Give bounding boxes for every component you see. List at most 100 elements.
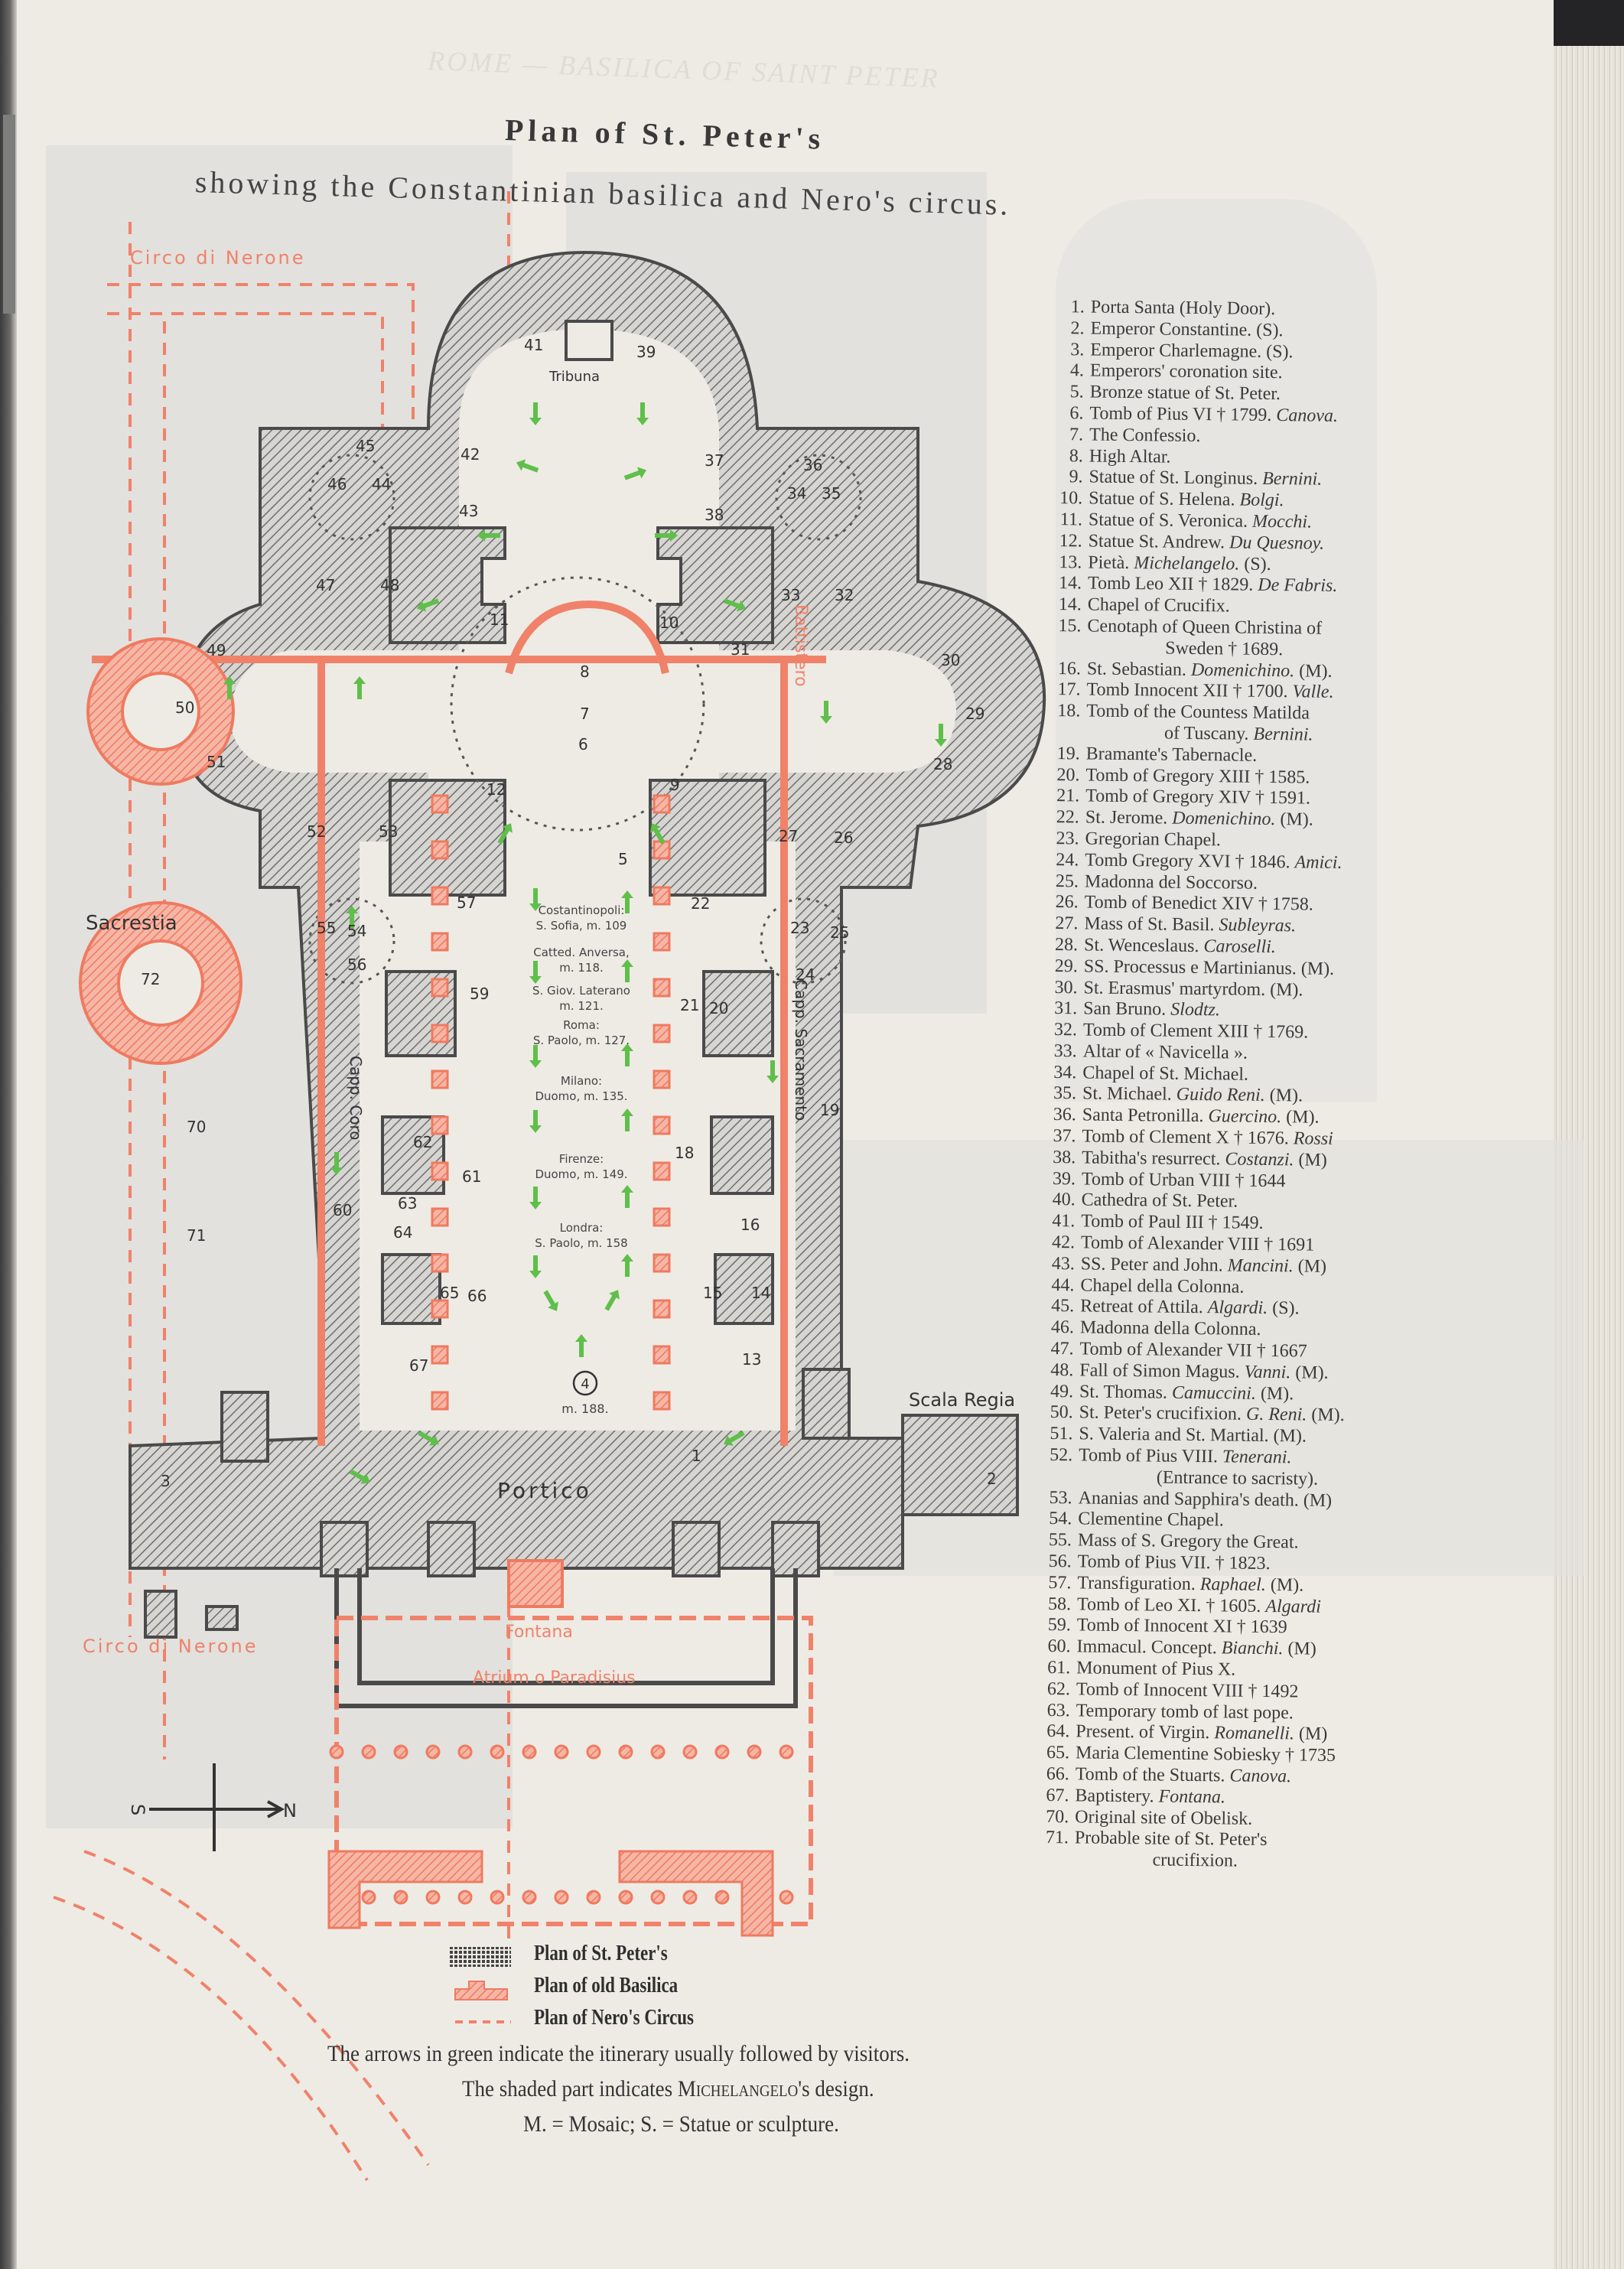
atrium-column xyxy=(393,1890,408,1905)
key-item-text: Temporary tomb of last pope. xyxy=(1076,1700,1294,1723)
atrium-outbuildings xyxy=(327,1850,774,1937)
key-item-artist: Vanni. xyxy=(1244,1362,1291,1383)
key-item-type: (M). xyxy=(1286,1107,1320,1128)
key-item-number: 20. xyxy=(1056,764,1080,785)
label-sacrestia: Sacrestia xyxy=(86,912,177,935)
old-basilica-column xyxy=(653,1299,671,1319)
plan-number-label: 44 xyxy=(372,475,391,493)
itinerary-arrow-icon xyxy=(820,701,832,724)
key-item-number: 16. xyxy=(1057,658,1082,679)
note-abbreviations: M. = Mosaic; S. = Statue or sculpture. xyxy=(523,2111,839,2137)
itinerary-arrow-icon xyxy=(543,1290,558,1311)
key-item-text: Bramante's Tabernacle. xyxy=(1085,744,1258,766)
atrium-column xyxy=(457,1744,473,1760)
old-basilica-rotundas xyxy=(79,637,242,1065)
key-item-number: 55. xyxy=(1048,1530,1072,1551)
key-item-text: crucifixion. xyxy=(1152,1850,1238,1871)
key-item-type: (M) xyxy=(1298,1724,1328,1745)
itinerary-arrow-icon xyxy=(650,823,666,845)
total-length: m. 188. xyxy=(561,1401,608,1416)
plan-number-label: 20 xyxy=(709,999,728,1017)
key-item-text: Emperor Charlemagne. (S). xyxy=(1090,340,1294,362)
key-item-number: 13. xyxy=(1059,552,1082,572)
old-basilica-column xyxy=(431,1207,449,1227)
key-item-text: Tomb of Clement XIII † 1769. xyxy=(1082,1020,1309,1043)
itinerary-arrow-icon xyxy=(529,1255,542,1278)
plan-number-label: 6 xyxy=(578,735,588,754)
itinerary-arrow-icon xyxy=(418,1431,439,1446)
book-spine-edge xyxy=(0,0,17,2269)
key-item-text: San Bruno. xyxy=(1083,998,1167,1020)
key-item-text: Tomb of Alexander VIII † 1691 xyxy=(1080,1232,1315,1255)
key-item-text: St. Michael. xyxy=(1082,1083,1172,1105)
key-item-continuation: crucifixion. xyxy=(1037,1849,1397,1874)
key-item-number: 10. xyxy=(1059,488,1083,509)
itinerary-arrow-icon xyxy=(529,961,542,984)
key-item-artist: Domenichino. xyxy=(1190,659,1295,681)
key-item-number: 19. xyxy=(1056,743,1080,764)
nave-length-label: Firenze: xyxy=(559,1152,604,1166)
plan-number-label: 59 xyxy=(470,985,489,1003)
key-item-number: 28. xyxy=(1054,934,1079,955)
note-shaded-suffix: 's design. xyxy=(798,2076,874,2101)
itinerary-arrow-icon xyxy=(353,676,366,699)
atrium-column xyxy=(361,1890,376,1905)
key-item-number: 3. xyxy=(1070,339,1085,360)
key-item-number: 12. xyxy=(1059,530,1082,552)
plan-number-label: 55 xyxy=(317,919,336,937)
key-item-artist: Bernini. xyxy=(1253,724,1313,745)
label-portico: Portico xyxy=(497,1478,592,1503)
key-item-text: Tomb of Innocent VIII † 1492 xyxy=(1076,1679,1299,1702)
itinerary-arrow-icon xyxy=(621,1254,633,1277)
label-tribuna: Tribuna xyxy=(548,369,600,385)
atrium-column xyxy=(618,1890,633,1905)
key-item-artist: Fontana. xyxy=(1158,1786,1226,1808)
old-basilica-column xyxy=(653,1069,671,1089)
plan-number-label: 18 xyxy=(675,1144,694,1162)
old-basilica-column xyxy=(431,1391,449,1411)
plan-number-label: 25 xyxy=(830,923,849,942)
key-item-type: (M). xyxy=(1269,1086,1303,1106)
key-item-artist: Costanzi. xyxy=(1225,1149,1294,1170)
key-item-artist: Bolgi. xyxy=(1239,490,1284,511)
key-item-artist: Caroselli. xyxy=(1203,936,1276,957)
key-item-artist: Michelangelo. xyxy=(1134,552,1240,575)
key-item-text: Pietà. xyxy=(1088,552,1130,573)
key-item-text: Chapel of Crucifix. xyxy=(1087,594,1230,617)
atrium-column xyxy=(650,1890,666,1905)
key-item-artist: Bianchi. xyxy=(1221,1638,1284,1659)
key-item-artist: Slodtz. xyxy=(1170,999,1221,1021)
plan-number-label: 42 xyxy=(461,445,480,464)
itinerary-arrow-icon xyxy=(935,724,947,747)
key-item-text: St. Jerome. xyxy=(1085,807,1168,828)
note-arrows: The arrows in green indicate the itinera… xyxy=(327,2041,910,2066)
key-item-artist: De Fabris. xyxy=(1258,575,1338,597)
key-item-text: Tomb of Benedict XIV † 1758. xyxy=(1084,892,1314,915)
key-item-type: (M). xyxy=(1299,660,1333,682)
compass-icon xyxy=(149,1763,285,1851)
key-item-text: of Tuscany. xyxy=(1163,723,1249,744)
old-basilica-column xyxy=(653,1161,671,1181)
itinerary-arrow-icon xyxy=(529,888,542,911)
key-item-number: 51. xyxy=(1050,1424,1073,1444)
key-item-number: 34. xyxy=(1053,1062,1077,1083)
nave-length-label: Duomo, m. 149. xyxy=(535,1167,627,1181)
key-item-number: 58. xyxy=(1047,1594,1072,1614)
key-item-number: 7. xyxy=(1069,425,1084,445)
nave-length-label: Roma: xyxy=(563,1018,600,1032)
plan-number-label: 16 xyxy=(740,1216,760,1234)
nave-length-label: Londra: xyxy=(560,1221,604,1235)
key-item-text: St. Thomas. xyxy=(1079,1382,1168,1403)
key-item-text: Porta Santa (Holy Door). xyxy=(1090,297,1276,320)
old-basilica-column xyxy=(431,1024,449,1043)
key-item-artist: Tenerani. xyxy=(1222,1447,1292,1468)
key-item-number: 2. xyxy=(1070,318,1085,339)
key-item-text: Tomb of Pius VII. † 1823. xyxy=(1077,1551,1271,1574)
key-item-text: Statue of St. Longinus. xyxy=(1089,467,1258,490)
plan-number-label: 24 xyxy=(796,965,815,984)
key-item-text: Tomb of the Stuarts. xyxy=(1075,1764,1225,1786)
key-item-text: St. Peter's crucifixion. xyxy=(1079,1402,1242,1425)
key-item-text: S. Valeria and St. Martial. (M). xyxy=(1079,1424,1307,1447)
key-item-number: 63. xyxy=(1046,1700,1070,1720)
